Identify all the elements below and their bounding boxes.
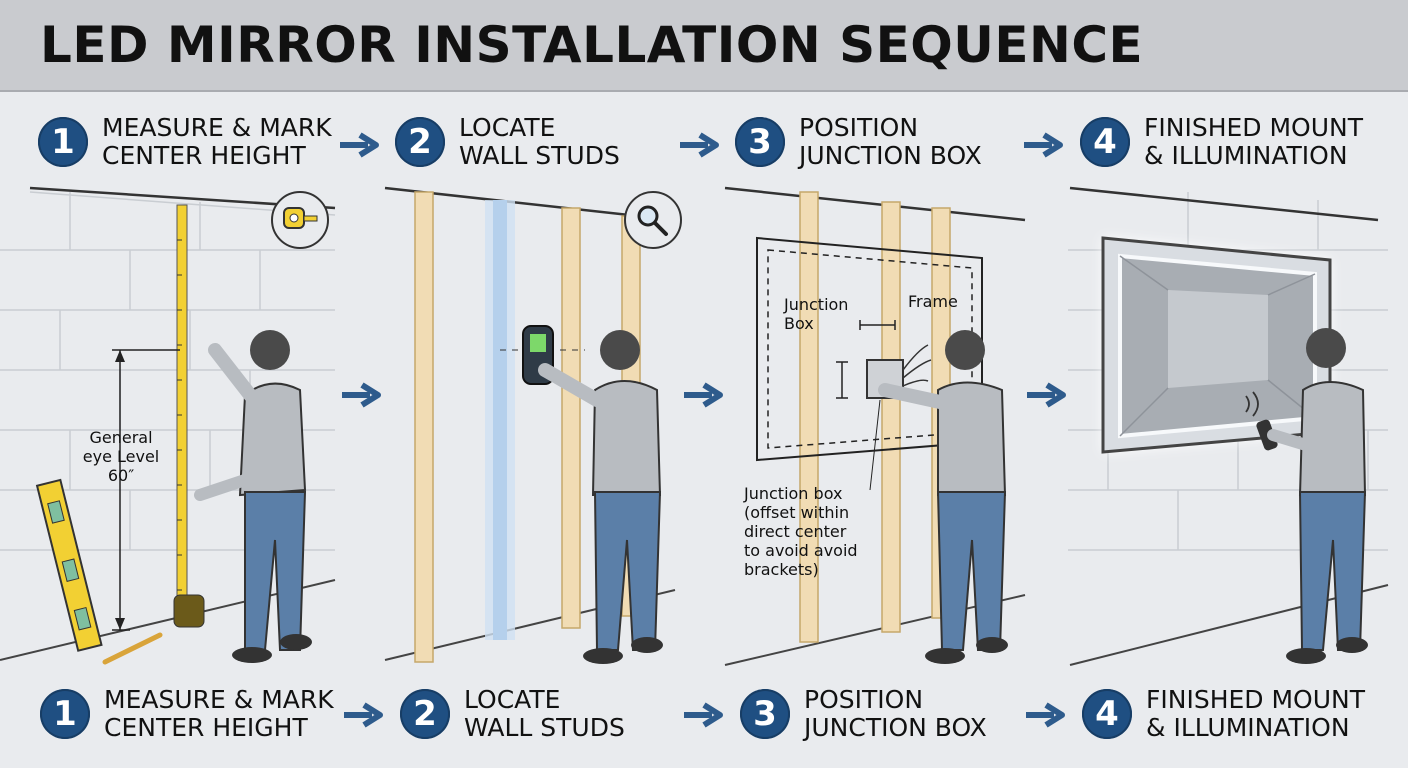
panel-finished-mount (1068, 180, 1408, 670)
arrow-right-icon (684, 702, 723, 728)
step-badge: 3 (735, 117, 785, 167)
step-header-4-bottom: 4 FINISHED MOUNT& ILLUMINATION (1082, 684, 1365, 744)
step-label: FINISHED MOUNT& ILLUMINATION (1146, 685, 1366, 742)
magnifier-icon (634, 202, 670, 238)
step-label: FINISHED MOUNT& ILLUMINATION (1144, 113, 1364, 170)
step-badge: 1 (40, 689, 90, 739)
panel-measure: General eye Level 60″ (0, 180, 340, 670)
panel-junction-box: Junction Box Frame Junction box (offset … (720, 180, 1060, 670)
arrow-right-icon (684, 382, 723, 408)
frame-label: Frame (908, 292, 958, 311)
junction-box-label: Junction Box (784, 295, 849, 333)
tape-measure-icon (282, 204, 318, 232)
panel-locate-studs (375, 180, 715, 670)
title-bar: LED MIRROR INSTALLATION SEQUENCE (0, 0, 1408, 92)
person-figure (194, 330, 312, 663)
arrow-right-icon (680, 132, 719, 158)
step-badge: 4 (1080, 117, 1130, 167)
step-badge: 4 (1082, 689, 1132, 739)
person-figure (538, 330, 663, 664)
arrow-right-icon (340, 132, 379, 158)
step-badge: 2 (395, 117, 445, 167)
person-figure (1267, 328, 1368, 664)
step-badge: 3 (740, 689, 790, 739)
step-header-4-top: 4 FINISHED MOUNT& ILLUMINATION (1080, 112, 1363, 172)
tape-strip (176, 204, 188, 616)
arrow-right-icon (342, 382, 381, 408)
step-badge: 2 (400, 689, 450, 739)
arrow-right-icon (1027, 382, 1066, 408)
junction-note: Junction box (offset within direct cente… (744, 484, 858, 579)
step-badge: 1 (38, 117, 88, 167)
eye-level-label: General eye Level 60″ (82, 428, 160, 485)
page-title: LED MIRROR INSTALLATION SEQUENCE (40, 16, 1144, 74)
person-figure (878, 330, 1008, 664)
arrow-right-icon (1026, 702, 1065, 728)
arrow-right-icon (1024, 132, 1063, 158)
arrow-right-icon (344, 702, 383, 728)
